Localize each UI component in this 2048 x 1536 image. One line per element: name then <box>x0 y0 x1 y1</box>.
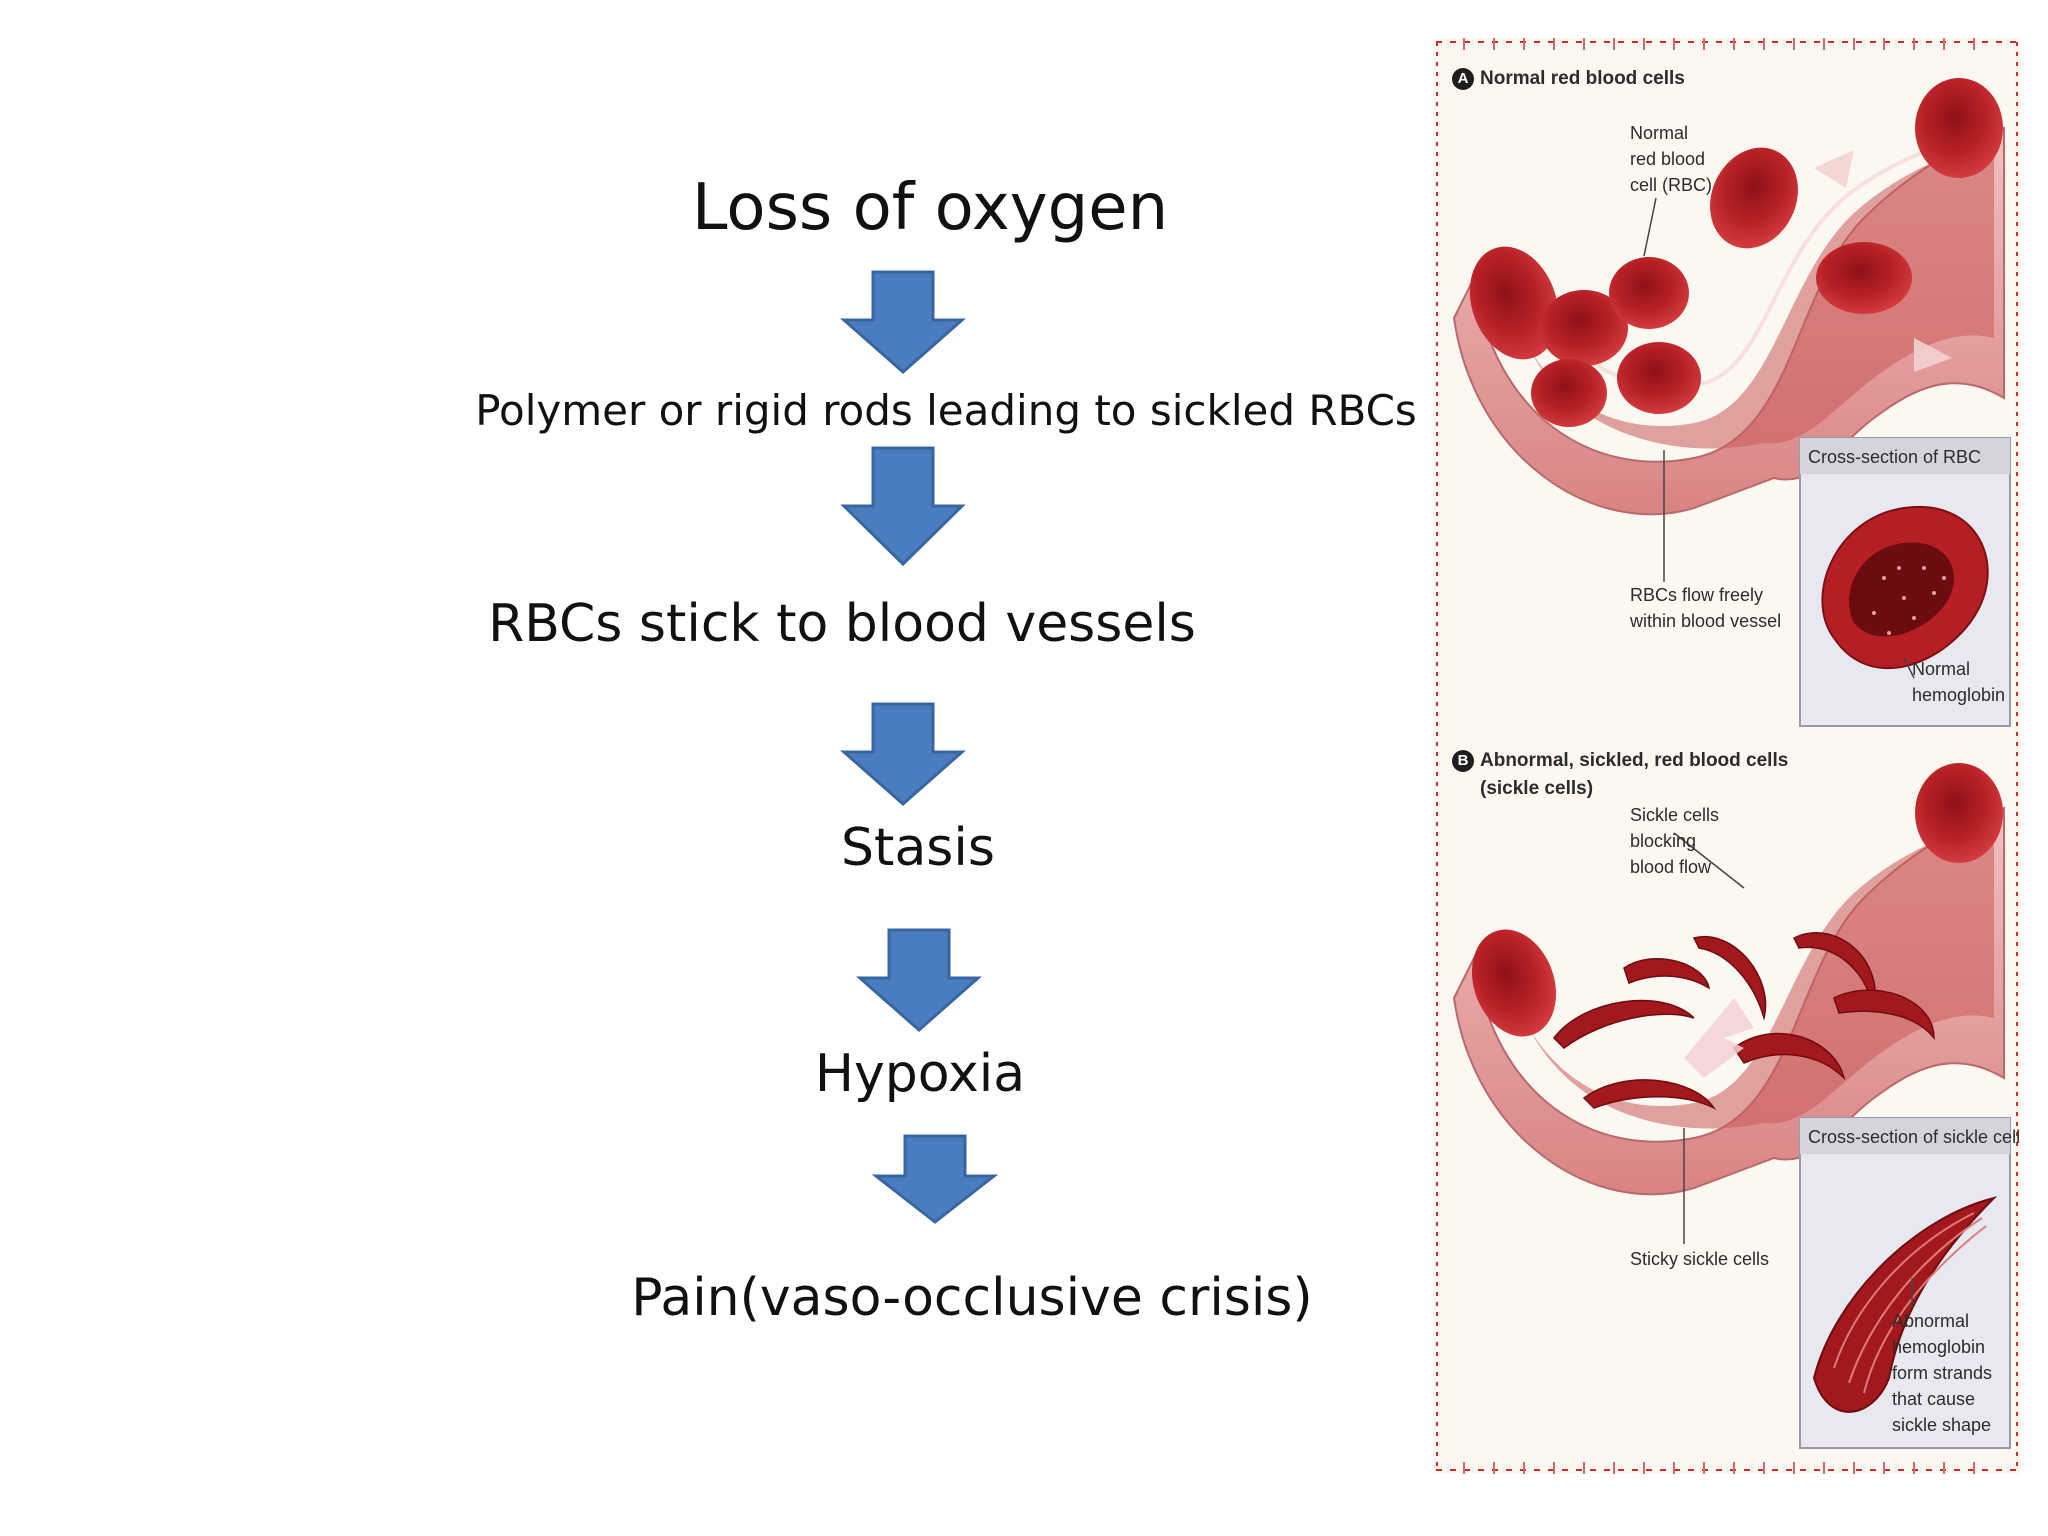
panel-a-badge: A <box>1452 68 1474 90</box>
panel-b-title: Abnormal, sickled, red blood cells <box>1480 750 1789 771</box>
vessel-sickle <box>1452 763 2005 1244</box>
step-polymer-rigid-rods: Polymer or rigid rods leading to sickled… <box>475 386 1417 435</box>
label-abnormal-hemoglobin: Abnormal hemoglobin form strands that ca… <box>1892 1311 1993 1435</box>
inset-sickle-cross-section <box>1799 1117 2011 1449</box>
step-hypoxia: Hypoxia <box>814 1044 1026 1104</box>
label-rbcs-flow-freely: RBCs flow freely within blood vessel <box>1630 585 1782 631</box>
down-arrow-icon <box>872 1134 998 1224</box>
step-loss-of-oxygen: Loss of oxygen <box>691 171 1169 245</box>
sickle-cell-illustration: A Normal red blood cells Normal red bloo… <box>1434 38 2020 1474</box>
down-arrow-icon <box>840 446 966 566</box>
dashed-border <box>1436 41 2018 1471</box>
panel-a-title: Normal red blood cells <box>1480 68 1685 89</box>
label-normal-rbc: Normal red blood cell (RBC) <box>1630 123 1713 195</box>
panel-b-badge: B <box>1452 750 1474 772</box>
step-stasis: Stasis <box>841 818 995 878</box>
down-arrow-icon <box>840 270 966 374</box>
label-normal-hemoglobin: Normal hemoglobin <box>1912 659 2006 705</box>
label-sickle-blocking: Sickle cells blocking blood flow <box>1630 805 1720 877</box>
inset-a-title: Cross-section of RBC <box>1808 447 1982 467</box>
vessel-normal <box>1452 78 2005 582</box>
illustration-artwork <box>1436 38 2018 1474</box>
panel-b-subtitle: (sickle cells) <box>1480 778 1594 799</box>
inset-rbc-cross-section <box>1799 437 2011 727</box>
inset-b-title: Cross-section of sickle cell <box>1808 1127 2021 1147</box>
label-sticky-sickle-cells: Sticky sickle cells <box>1630 1249 1770 1269</box>
step-pain-crisis: Pain(vaso-occlusive crisis) <box>631 1268 1313 1328</box>
down-arrow-icon <box>840 702 966 806</box>
step-rbcs-stick: RBCs stick to blood vessels <box>488 594 1196 654</box>
down-arrow-icon <box>856 928 982 1032</box>
